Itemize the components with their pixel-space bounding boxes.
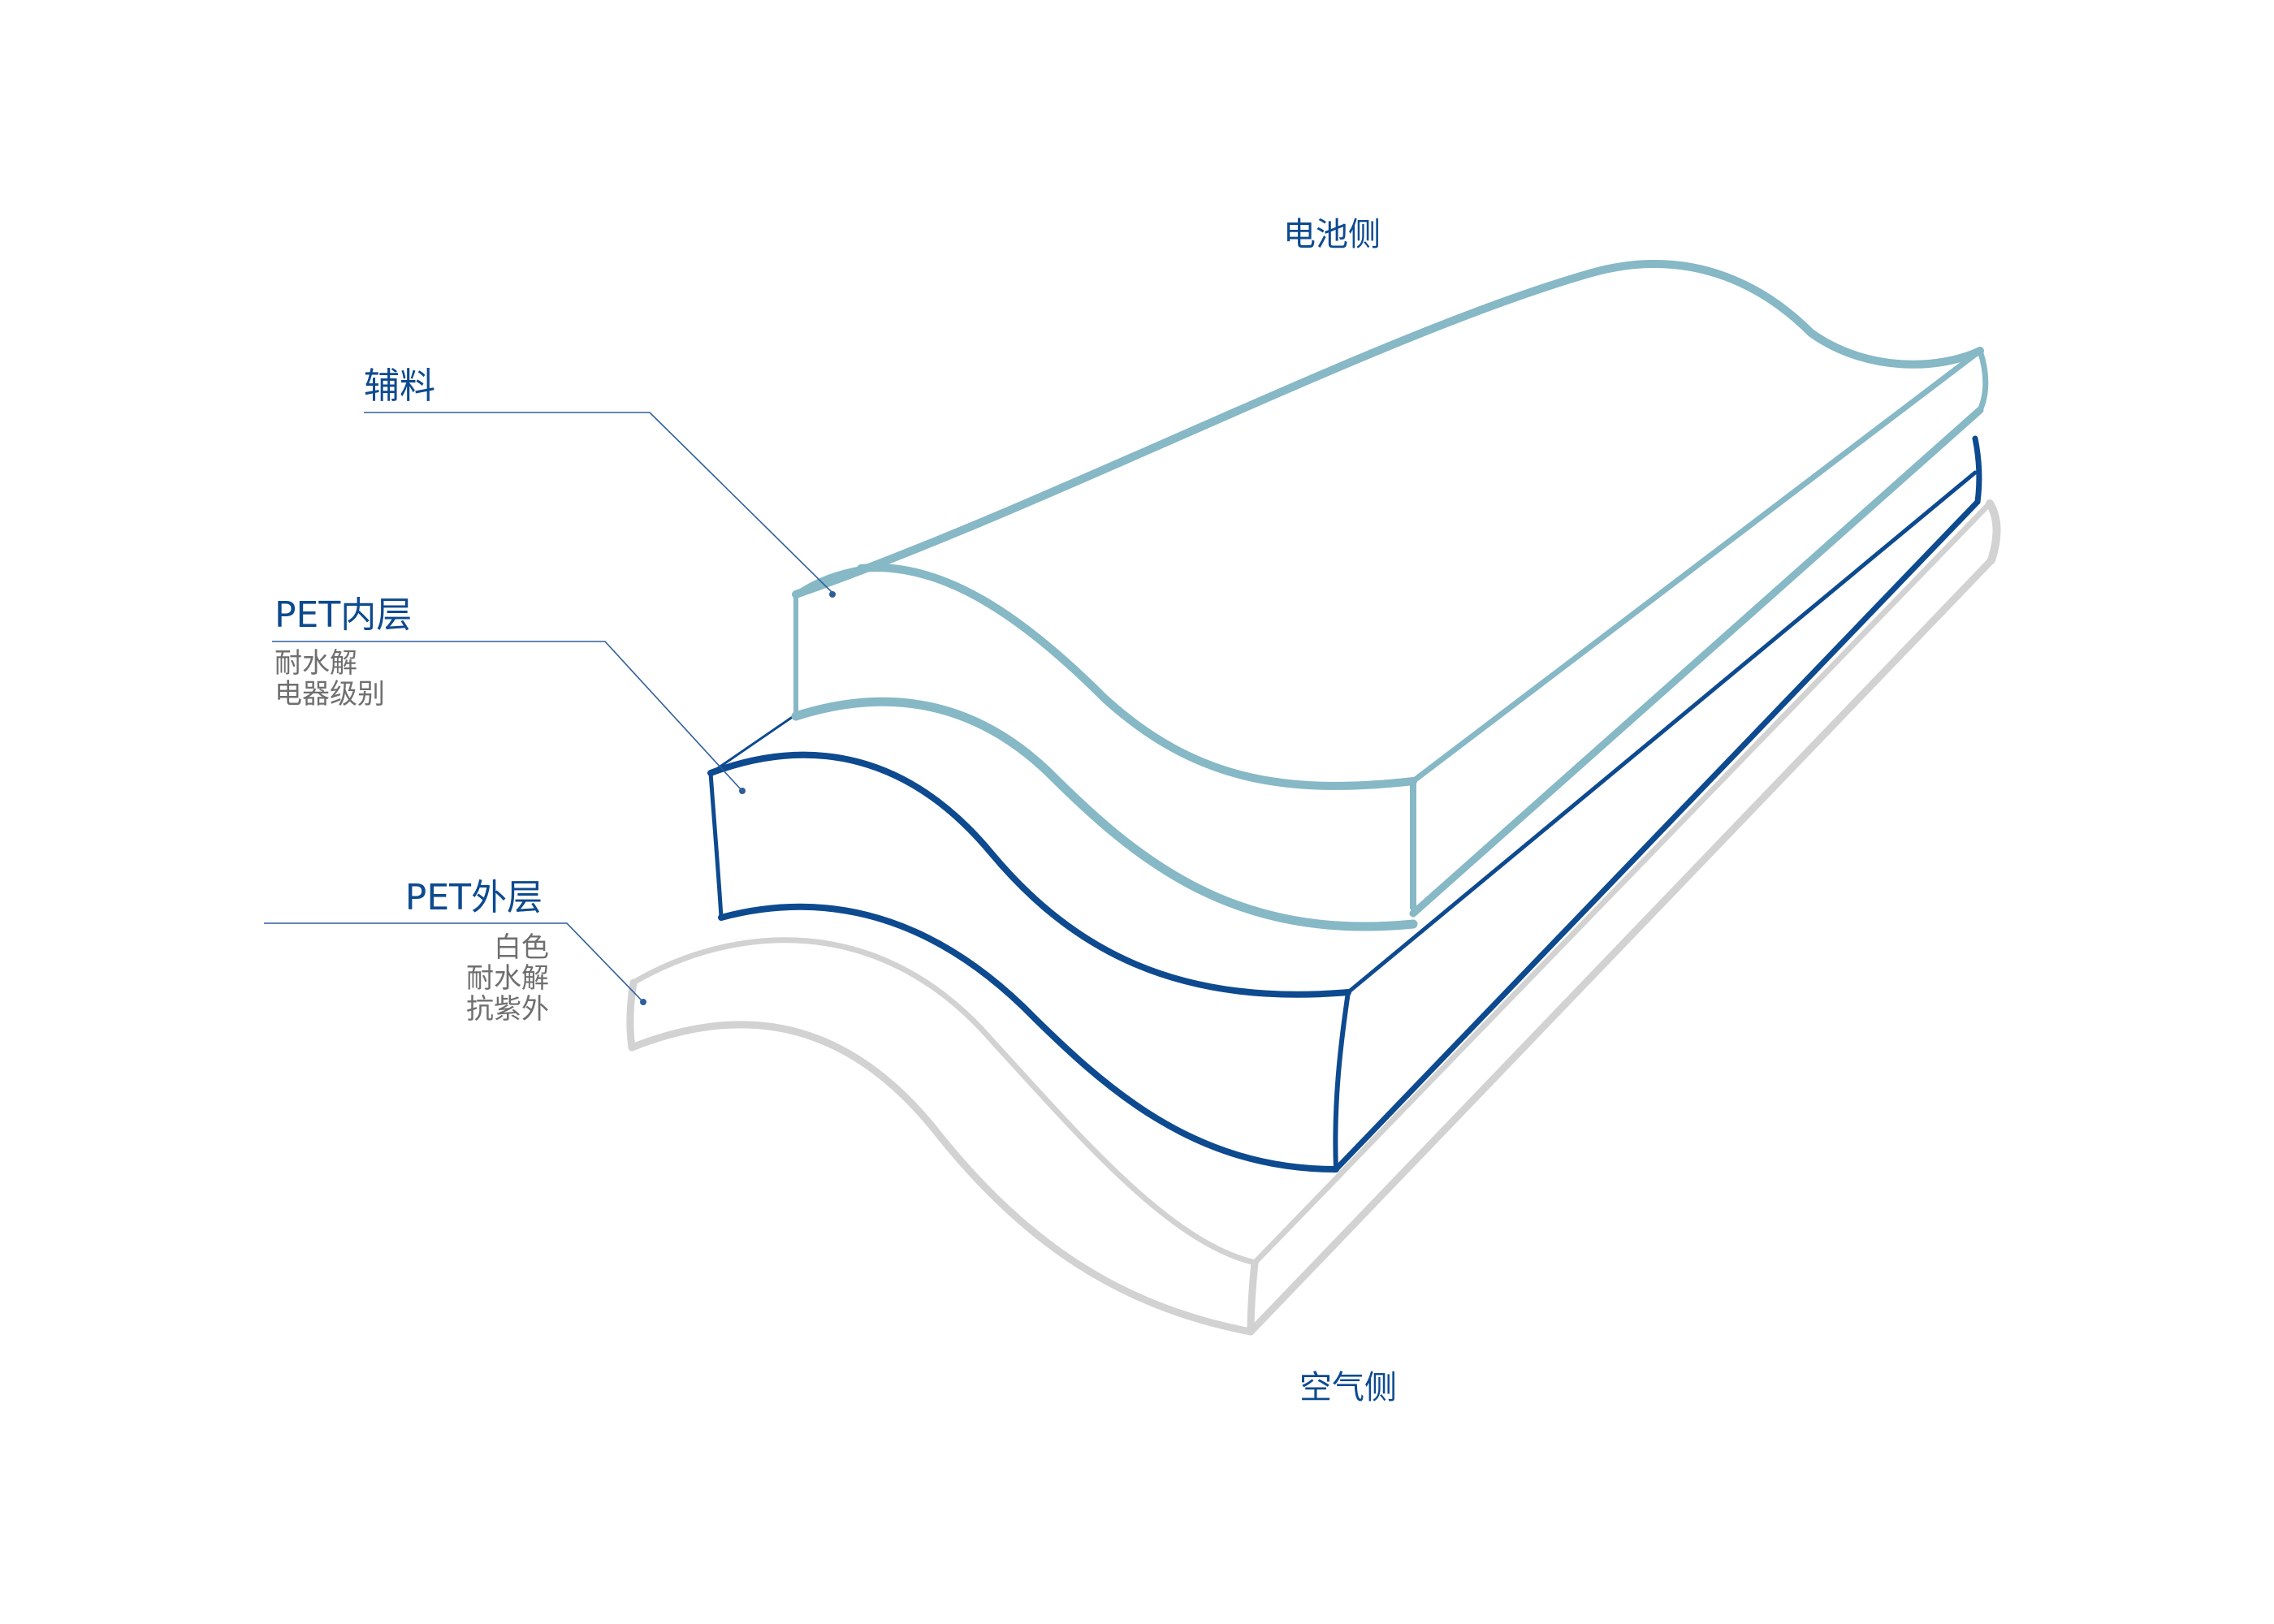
pet-outer-callout: PET外层 白色 耐水解 抗紫外 [264,877,646,1026]
pet-inner-property-1: 耐水解 [275,647,357,680]
pet-inner-anchor-dot [739,788,746,794]
pet-inner-layer-shape [707,435,1982,1173]
pet-outer-property-3: 抗紫外 [466,993,549,1026]
pet-outer-property-2: 耐水解 [466,962,549,995]
pet-inner-leader-line [272,641,741,790]
pet-inner-property-2: 电器级别 [275,678,385,710]
auxiliary-title: 辅料 [364,365,435,407]
pet-outer-leader-line [264,922,642,1001]
auxiliary-layer-shape [791,260,1989,931]
pet-outer-layer-shape [626,499,2001,1336]
pet-outer-anchor-dot [640,999,646,1005]
air-side-label: 空气侧 [1299,1369,1397,1406]
pet-inner-title: PET内层 [275,594,412,636]
pet-outer-property-1: 白色 [494,931,549,964]
auxiliary-callout: 辅料 [364,365,836,598]
auxiliary-anchor-dot [829,591,836,598]
pet-outer-title: PET外层 [405,877,543,918]
auxiliary-leader-line [364,412,833,594]
pet-inner-callout: PET内层 耐水解 电器级别 [272,594,746,794]
battery-side-label: 电池侧 [1283,216,1381,253]
